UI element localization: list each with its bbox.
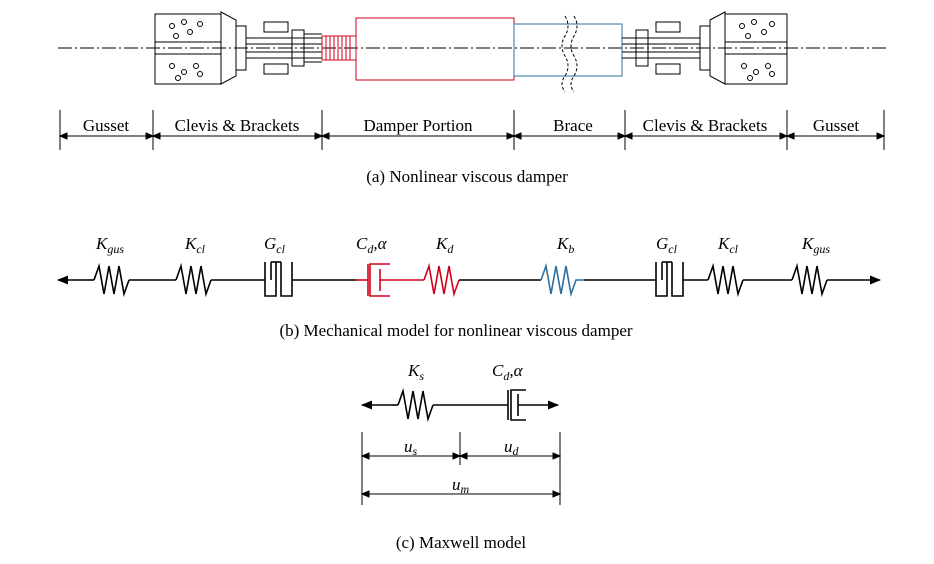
label-gcl-right: Gcl xyxy=(656,234,678,256)
maxwell-label-cd: Cd,α xyxy=(492,361,524,383)
maxwell-label-ks: Ks xyxy=(407,361,424,383)
left-gusset xyxy=(154,13,222,85)
label-kd: Kd xyxy=(435,234,454,256)
spring-kd xyxy=(423,262,460,298)
right-gusset xyxy=(724,13,788,85)
label-kcl-left: Kcl xyxy=(184,234,206,256)
left-flange xyxy=(220,11,237,85)
right-clevis xyxy=(622,21,711,75)
gap-gcl-right xyxy=(655,261,684,297)
brace-break-lines xyxy=(561,15,569,93)
brace-tube xyxy=(513,23,623,77)
maxwell-spring-ks xyxy=(397,387,434,423)
label-cd-alpha: Cd,α xyxy=(356,234,388,256)
spring-kb xyxy=(540,262,584,298)
gap-gcl-left xyxy=(264,261,293,297)
label-kb: Kb xyxy=(556,234,574,256)
spring-kcl-left xyxy=(175,262,212,298)
maxwell-damper-cd xyxy=(510,389,526,421)
damper-cylinder xyxy=(355,17,515,81)
dim-label-ud: ud xyxy=(504,437,520,458)
damper-physical-drawing xyxy=(58,11,888,93)
spring-kgus-right xyxy=(791,262,828,298)
section-gusset-right: Gusset xyxy=(813,116,860,135)
section-gusset-left: Gusset xyxy=(83,116,130,135)
label-gcl-left: Gcl xyxy=(264,234,286,256)
spring-kgus-left xyxy=(93,262,130,298)
section-brace: Brace xyxy=(553,116,593,135)
caption-c: (c) Maxwell model xyxy=(396,533,527,552)
damper-cd xyxy=(356,263,424,297)
caption-a: (a) Nonlinear viscous damper xyxy=(366,167,568,186)
label-kcl-right: Kcl xyxy=(717,234,739,256)
section-damper-portion: Damper Portion xyxy=(363,116,473,135)
left-clevis xyxy=(235,21,322,75)
dim-label-um: um xyxy=(452,475,470,496)
section-clevis-left: Clevis & Brackets xyxy=(175,116,300,135)
maxwell-model xyxy=(360,387,560,423)
label-kgus-right: Kgus xyxy=(801,234,830,256)
label-kgus-left: Kgus xyxy=(95,234,124,256)
dim-label-us: us xyxy=(404,437,418,458)
section-dimension-line xyxy=(58,110,886,150)
section-clevis-right: Clevis & Brackets xyxy=(643,116,768,135)
caption-b: (b) Mechanical model for nonlinear visco… xyxy=(279,321,632,340)
spring-kcl-right xyxy=(707,262,744,298)
damper-rod xyxy=(321,35,357,61)
maxwell-dimensions xyxy=(360,432,562,505)
mechanical-model xyxy=(56,261,882,298)
